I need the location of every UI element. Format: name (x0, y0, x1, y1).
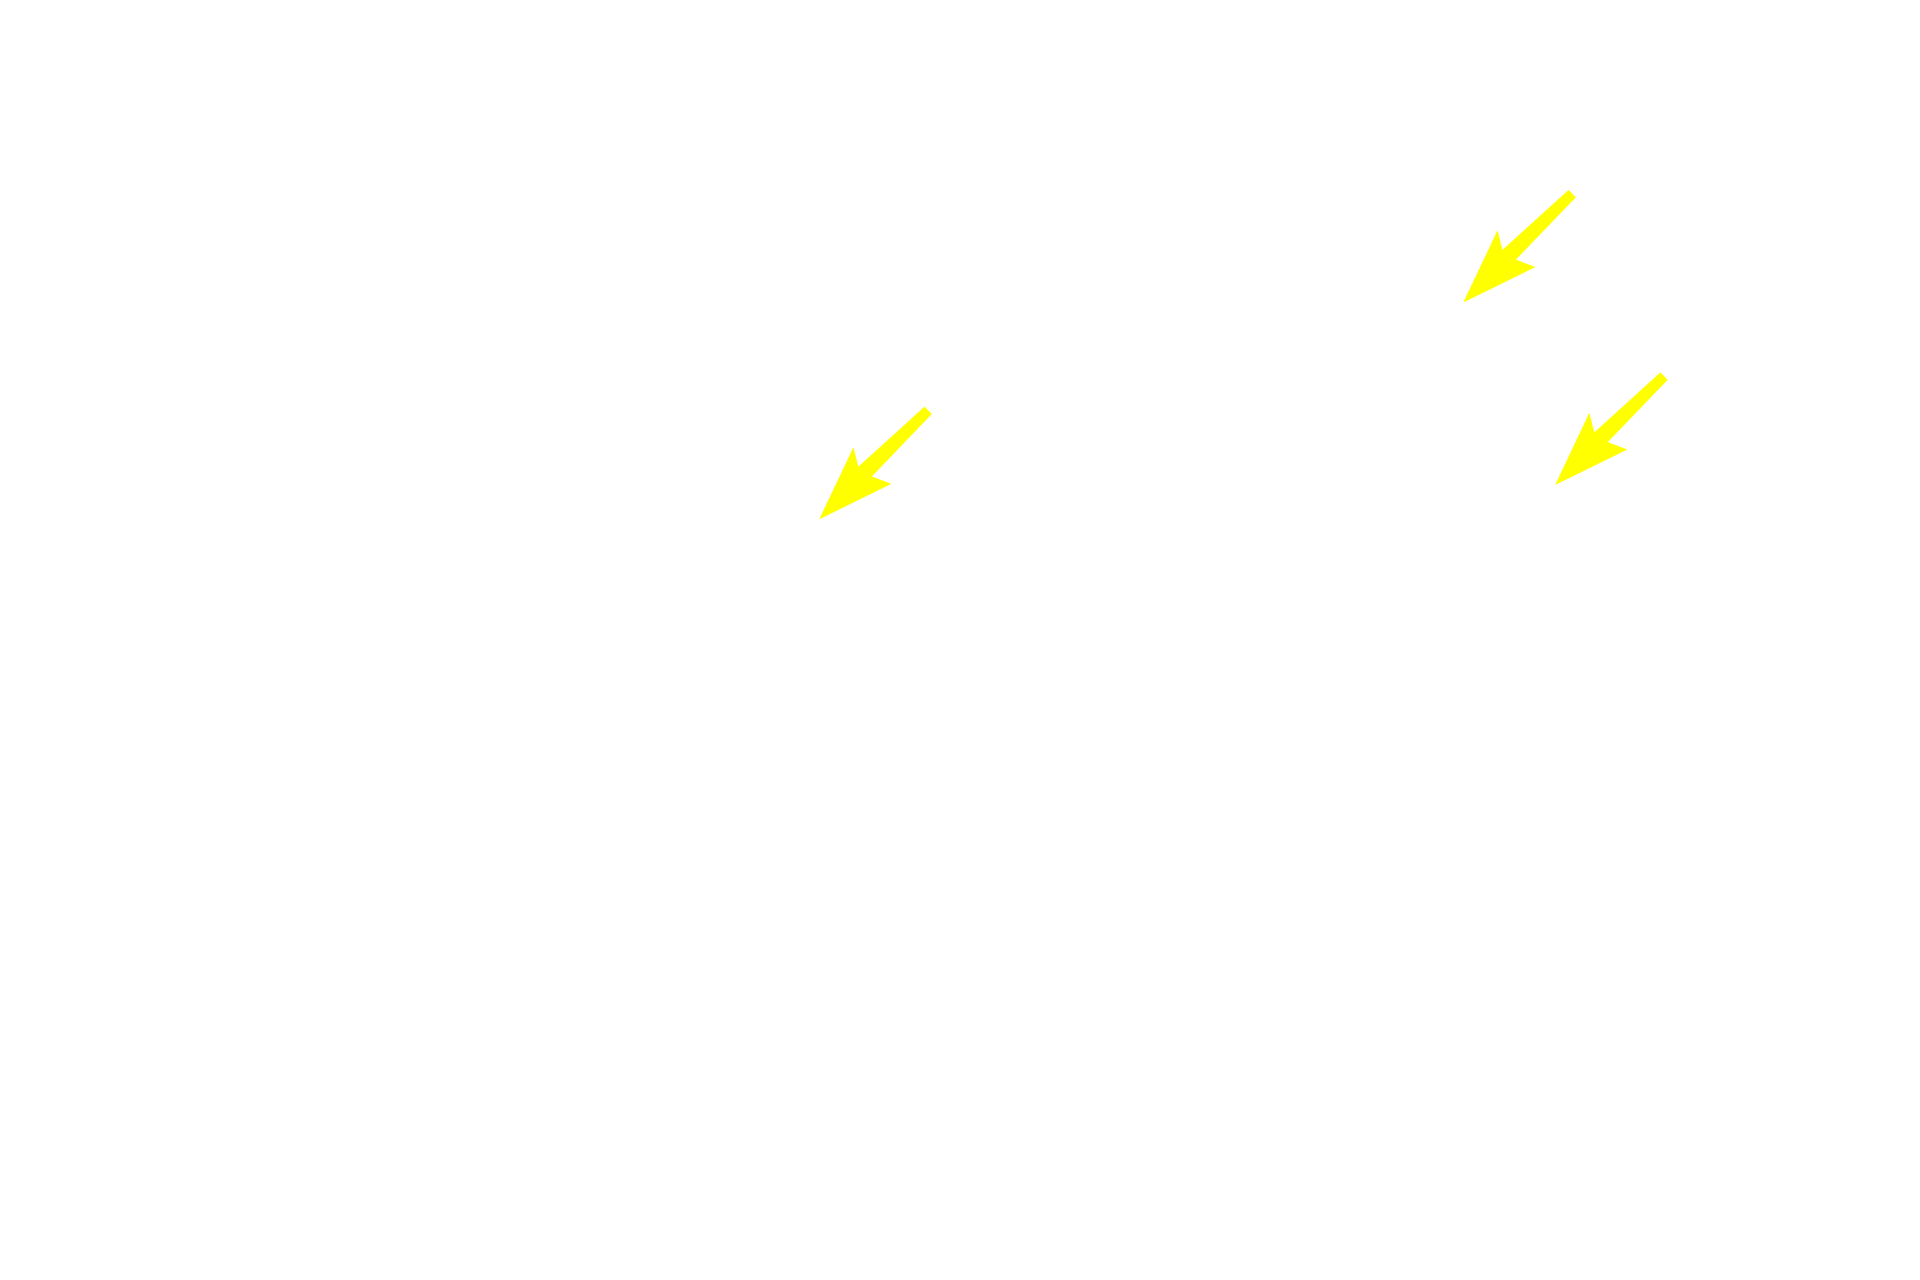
arrow-top-right-icon (1463, 189, 1576, 303)
arrow-left-icon (819, 406, 932, 520)
arrow-right-icon (1555, 372, 1668, 486)
